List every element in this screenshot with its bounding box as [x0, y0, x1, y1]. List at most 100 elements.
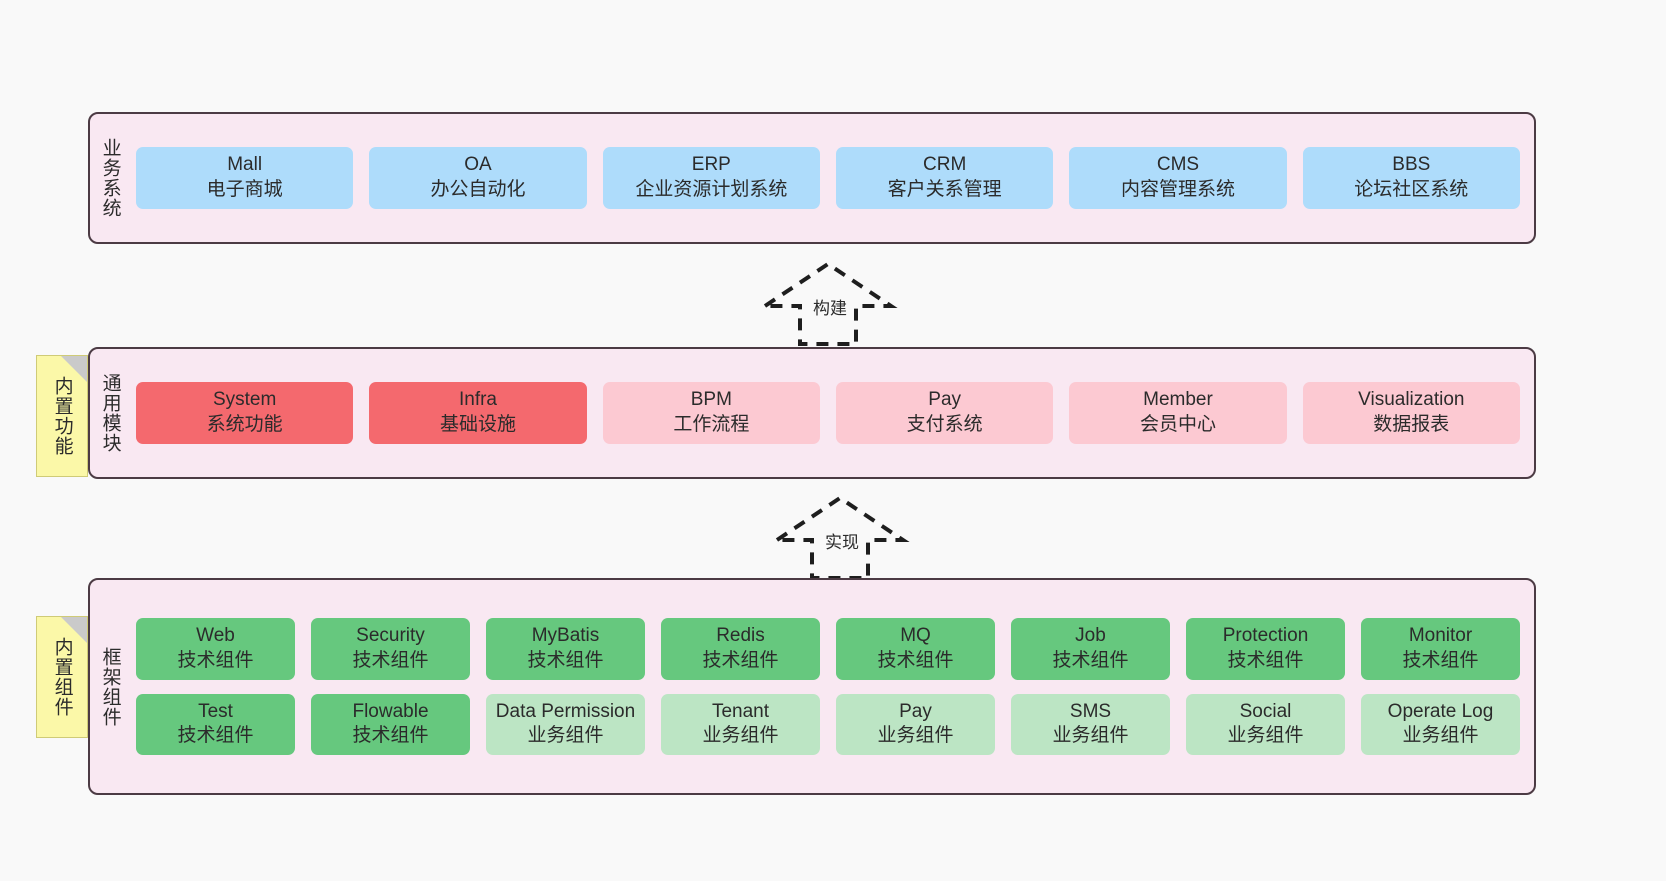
layer-common-module: 通用模块 System 系统功能 Infra 基础设施 BPM 工作流程 Pay… [88, 347, 1536, 479]
card-title-cn: 业务组件 [1227, 725, 1304, 747]
card-title-cn: 技术组件 [352, 725, 429, 747]
card-title-en: Mall [227, 154, 263, 176]
card-visualization[interactable]: Visualization 数据报表 [1302, 382, 1520, 444]
card-title-en: Data Permission [495, 700, 636, 722]
card-title-en: CMS [1156, 154, 1200, 176]
layer-business-system: 业务系统 Mall 电子商城 OA 办公自动化 ERP 企业资源计划系统 CRM… [88, 112, 1536, 244]
layer-body-framework-component: Web 技术组件 Security 技术组件 MyBatis 技术组件 Redi… [130, 580, 1534, 793]
card-tenant[interactable]: Tenant 业务组件 [661, 693, 820, 755]
card-title-en: CRM [923, 154, 967, 176]
card-title-en: ERP [691, 154, 731, 176]
card-title-cn: 业务组件 [1402, 725, 1479, 747]
card-title-en: Infra [458, 389, 497, 411]
note-fold-corner-icon [61, 617, 87, 643]
card-title-en: OA [464, 154, 492, 176]
card-crm[interactable]: CRM 客户关系管理 [835, 147, 1054, 209]
card-title-cn: 支付系统 [906, 414, 983, 435]
note-builtin-function: 内置功能 [36, 355, 88, 477]
card-monitor[interactable]: Monitor 技术组件 [1361, 618, 1520, 680]
card-row: Test 技术组件 Flowable 技术组件 Data Permission … [136, 693, 1520, 755]
card-mq[interactable]: MQ 技术组件 [836, 618, 995, 680]
card-title-cn: 系统功能 [206, 414, 283, 435]
card-pay[interactable]: Pay 支付系统 [835, 382, 1054, 444]
card-member[interactable]: Member 会员中心 [1069, 382, 1287, 444]
card-title-cn: 论坛社区系统 [1354, 179, 1469, 200]
card-row: Web 技术组件 Security 技术组件 MyBatis 技术组件 Redi… [136, 618, 1520, 680]
card-web[interactable]: Web 技术组件 [136, 618, 295, 680]
note-builtin-component: 内置组件 [36, 616, 88, 738]
connector-build: 构建 [758, 258, 900, 348]
card-title-cn: 基础设施 [439, 414, 516, 435]
card-title-cn: 客户关系管理 [887, 179, 1002, 200]
card-title-en: Social [1239, 700, 1292, 722]
card-title-cn: 技术组件 [177, 649, 254, 671]
card-title-cn: 技术组件 [352, 649, 429, 671]
layer-title-business-system: 业务系统 [99, 138, 121, 218]
connector-implement-label: 实现 [825, 533, 859, 552]
card-title-cn: 电子商城 [206, 179, 283, 200]
card-title-cn: 技术组件 [177, 725, 254, 747]
note-label: 内置组件 [51, 637, 73, 717]
card-mybatis[interactable]: MyBatis 技术组件 [486, 618, 645, 680]
card-title-cn: 技术组件 [877, 649, 954, 671]
card-redis[interactable]: Redis 技术组件 [661, 618, 820, 680]
card-title-cn: 业务组件 [877, 725, 954, 747]
card-erp[interactable]: ERP 企业资源计划系统 [602, 147, 820, 209]
card-bbs[interactable]: BBS 论坛社区系统 [1302, 147, 1520, 209]
card-title-cn: 技术组件 [1227, 649, 1304, 671]
card-oa[interactable]: OA 办公自动化 [369, 147, 587, 209]
card-title-cn: 企业资源计划系统 [635, 179, 788, 200]
card-title-cn: 业务组件 [702, 725, 779, 747]
card-row: System 系统功能 Infra 基础设施 BPM 工作流程 Pay 支付系统… [136, 382, 1520, 444]
card-flowable[interactable]: Flowable 技术组件 [311, 693, 470, 755]
layer-title-common-module: 通用模块 [99, 373, 121, 453]
card-title-en: Flowable [352, 700, 429, 722]
card-title-cn: 内容管理系统 [1120, 179, 1235, 200]
card-title-en: BPM [690, 389, 732, 411]
card-title-cn: 业务组件 [527, 725, 604, 747]
card-job[interactable]: Job 技术组件 [1011, 618, 1170, 680]
card-title-cn: 技术组件 [527, 649, 604, 671]
card-security[interactable]: Security 技术组件 [311, 618, 470, 680]
card-pay-business[interactable]: Pay 业务组件 [836, 693, 995, 755]
card-row: Mall 电子商城 OA 办公自动化 ERP 企业资源计划系统 CRM 客户关系… [136, 147, 1520, 209]
card-operate-log[interactable]: Operate Log 业务组件 [1361, 693, 1520, 755]
layer-title-framework-component: 框架组件 [99, 646, 121, 727]
card-title-cn: 办公自动化 [430, 179, 526, 200]
card-title-cn: 会员中心 [1139, 414, 1216, 435]
note-label: 内置功能 [51, 376, 73, 456]
card-protection[interactable]: Protection 技术组件 [1186, 618, 1345, 680]
note-fold-corner-icon [61, 356, 87, 382]
card-title-en: MQ [900, 625, 931, 647]
card-title-en: Redis [716, 625, 765, 647]
card-title-cn: 数据报表 [1373, 414, 1450, 435]
card-sms[interactable]: SMS 业务组件 [1011, 693, 1170, 755]
card-title-en: Tenant [711, 700, 770, 722]
card-title-en: BBS [1392, 154, 1431, 176]
connector-build-label: 构建 [813, 299, 847, 318]
card-infra[interactable]: Infra 基础设施 [369, 382, 587, 444]
card-data-permission[interactable]: Data Permission 业务组件 [486, 693, 645, 755]
card-title-cn: 技术组件 [1402, 649, 1479, 671]
connector-implement: 实现 [770, 492, 912, 582]
layer-body-common-module: System 系统功能 Infra 基础设施 BPM 工作流程 Pay 支付系统… [130, 349, 1534, 477]
connector-build-arrow [758, 261, 898, 346]
layer-body-business-system: Mall 电子商城 OA 办公自动化 ERP 企业资源计划系统 CRM 客户关系… [130, 114, 1534, 242]
card-title-en: Protection [1222, 625, 1309, 647]
card-title-en: Pay [899, 700, 932, 722]
card-test[interactable]: Test 技术组件 [136, 693, 295, 755]
card-title-en: Job [1075, 625, 1106, 647]
card-mall[interactable]: Mall 电子商城 [136, 147, 354, 209]
card-title-en: SMS [1069, 700, 1112, 722]
card-title-en: System [212, 389, 277, 411]
card-title-en: Visualization [1358, 389, 1465, 411]
card-social[interactable]: Social 业务组件 [1186, 693, 1345, 755]
layer-framework-component: 框架组件 Web 技术组件 Security 技术组件 MyBatis 技术组件… [88, 578, 1536, 795]
card-cms[interactable]: CMS 内容管理系统 [1069, 147, 1287, 209]
connector-implement-arrow [770, 495, 910, 580]
card-title-en: Pay [928, 389, 962, 411]
card-title-cn: 技术组件 [702, 649, 779, 671]
card-title-en: Test [198, 700, 233, 722]
card-bpm[interactable]: BPM 工作流程 [602, 382, 820, 444]
card-system[interactable]: System 系统功能 [136, 382, 354, 444]
